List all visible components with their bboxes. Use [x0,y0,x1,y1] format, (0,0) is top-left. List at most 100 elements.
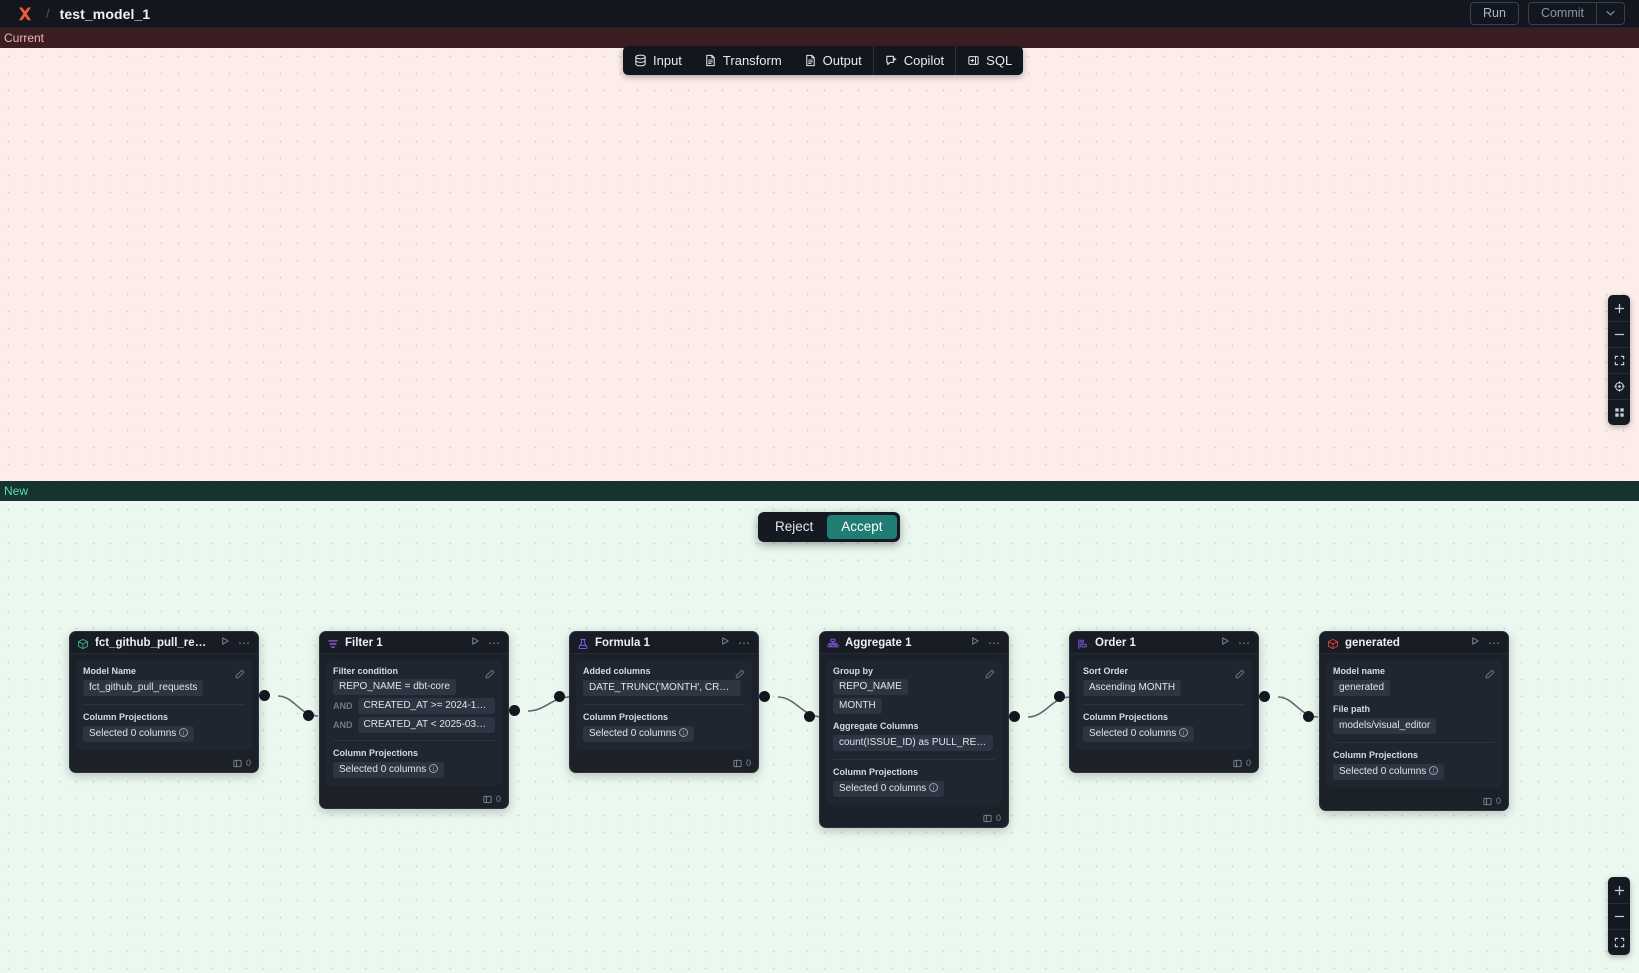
info-icon[interactable]: i [429,763,439,773]
commit-split-button[interactable]: Commit [1527,2,1625,25]
value-pill[interactable]: REPO_NAME = dbt-core [333,679,456,695]
ellipsis-icon[interactable]: ⋯ [1238,635,1251,650]
node-formula-1[interactable]: Formula 1 ⋯ Added columns DATE_TRUNC('MO… [569,631,759,773]
play-icon[interactable] [1218,636,1232,649]
and-keyword: AND [333,701,353,711]
node-title: fct_github_pull_requests [95,636,212,649]
play-icon[interactable] [468,636,482,649]
rows-icon [233,759,242,768]
node-generated[interactable]: generated ⋯ Model name generated File pa… [1319,631,1509,811]
port-filter-in[interactable] [303,710,314,721]
lock-target-icon[interactable] [1608,373,1630,399]
new-canvas-pane[interactable]: fct_github_pull_requests ⋯ Model Name fc… [0,501,1639,973]
toolbar-item-sql[interactable]: SQL [955,46,1023,75]
new-version-label: New [4,484,29,498]
toolbar-item-output[interactable]: Output [793,46,873,75]
value-pill[interactable]: DATE_TRUNC('MONTH', CREATED_AT… [583,679,741,696]
plus-icon[interactable] [1608,877,1630,903]
brand-x-logo[interactable] [14,3,36,25]
value-pill[interactable]: Ascending MONTH [1083,679,1182,696]
ellipsis-icon[interactable]: ⋯ [238,635,251,650]
node-footer: 0 [820,811,1008,827]
current-canvas-pane[interactable] [0,48,1639,481]
value-pill[interactable]: MONTH [833,698,882,714]
toolbar-item-input[interactable]: Input [623,46,693,75]
reject-button[interactable]: Reject [775,519,814,534]
commit-button[interactable]: Commit [1540,6,1584,20]
pencil-icon[interactable] [1235,666,1245,684]
accept-button[interactable]: Accept [827,515,897,539]
minus-icon[interactable] [1608,903,1630,929]
ellipsis-icon[interactable]: ⋯ [988,635,1001,650]
value-pill[interactable]: generated [1333,679,1391,696]
play-icon[interactable] [718,636,732,649]
node-fct-github-pull-requests[interactable]: fct_github_pull_requests ⋯ Model Name fc… [69,631,259,773]
port-aggregate-out[interactable] [1009,711,1020,722]
pencil-icon[interactable] [235,666,245,684]
node-filter-1[interactable]: Filter 1 ⋯ Filter condition REPO_NAME = … [319,631,509,809]
ellipsis-icon[interactable]: ⋯ [1488,635,1501,650]
play-icon[interactable] [968,636,982,649]
value-pill[interactable]: fct_github_pull_requests [83,679,204,696]
value-pill[interactable]: CREATED_AT >= 2024-12-01 [357,698,495,714]
ellipsis-icon[interactable]: ⋯ [738,635,751,650]
port-order-in[interactable] [1054,691,1065,702]
fit-view-icon[interactable] [1608,347,1630,373]
grid-icon[interactable] [1608,399,1630,425]
info-icon[interactable]: i [679,727,689,737]
run-button[interactable]: Run [1470,2,1519,25]
node-footer: 0 [1070,756,1258,772]
current-version-label: Current [4,31,45,45]
toolbar-item-transform-label: Transform [722,53,782,68]
row-count: 0 [495,794,501,804]
value-pill[interactable]: models/visual_editor [1333,717,1437,734]
port-source-out[interactable] [259,690,270,701]
pencil-icon[interactable] [1485,666,1495,684]
value-pill[interactable]: REPO_NAME [833,679,908,695]
node-header[interactable]: generated ⋯ [1320,632,1508,654]
port-formula-out[interactable] [759,691,770,702]
value-pill[interactable]: count(ISSUE_ID) as PULL_REQUEST_… [833,734,993,751]
port-order-out[interactable] [1259,691,1270,702]
port-generated-in[interactable] [1303,711,1314,722]
plus-icon[interactable] [1608,295,1630,321]
divider [833,759,995,760]
pencil-icon[interactable] [485,666,495,684]
node-title: Aggregate 1 [845,636,912,649]
node-aggregate-1[interactable]: Aggregate 1 ⋯ Group by REPO_NAME MONTH A… [819,631,1009,828]
info-icon[interactable]: i [179,727,189,737]
node-header[interactable]: Filter 1 ⋯ [320,632,508,654]
pencil-icon[interactable] [985,666,995,684]
node-order-1[interactable]: Order 1 ⋯ Sort Order Ascending MONTH Col… [1069,631,1259,773]
info-icon[interactable]: i [1179,727,1189,737]
play-icon[interactable] [218,636,232,649]
fit-view-icon[interactable] [1608,929,1630,955]
node-header[interactable]: Order 1 ⋯ [1070,632,1258,654]
info-icon[interactable]: i [1429,765,1439,775]
node-header[interactable]: fct_github_pull_requests ⋯ [70,632,258,654]
toolbar-item-copilot[interactable]: Copilot [872,46,955,75]
node-header[interactable]: Aggregate 1 ⋯ [820,632,1008,654]
port-aggregate-in[interactable] [804,711,815,722]
info-icon[interactable]: i [929,782,939,792]
node-footer: 0 [320,792,508,808]
section-label: Column Projections [333,748,419,758]
play-icon[interactable] [1468,636,1482,649]
toolbar-item-transform[interactable]: Transform [693,46,793,75]
ellipsis-icon[interactable]: ⋯ [488,635,501,650]
document-icon [704,54,717,67]
section-label: File path [1333,704,1371,714]
minus-icon[interactable] [1608,321,1630,347]
port-filter-out[interactable] [509,705,520,716]
port-formula-in[interactable] [554,691,565,702]
value-pill[interactable]: CREATED_AT < 2025-03-01 [357,717,495,733]
chevron-down-icon[interactable] [1596,3,1624,24]
node-header[interactable]: Formula 1 ⋯ [570,632,758,654]
pencil-icon[interactable] [735,666,745,684]
